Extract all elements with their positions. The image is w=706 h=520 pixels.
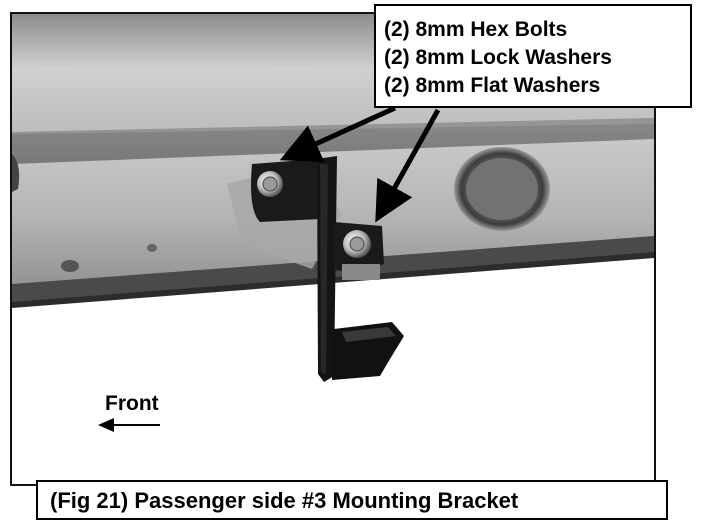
front-arrow-icon <box>98 418 160 432</box>
parts-line-hex-bolts: (2) 8mm Hex Bolts <box>384 18 568 41</box>
bracket-photo <box>12 14 654 382</box>
parts-line-flat-washers: (2) 8mm Flat Washers <box>384 74 601 97</box>
parts-callout: (2) 8mm Hex Bolts (2) 8mm Lock Washers (… <box>374 4 692 108</box>
front-label: Front <box>105 392 159 415</box>
figure-caption: (Fig 21) Passenger side #3 Mounting Brac… <box>36 480 668 520</box>
parts-line-lock-washers: (2) 8mm Lock Washers <box>384 46 612 69</box>
